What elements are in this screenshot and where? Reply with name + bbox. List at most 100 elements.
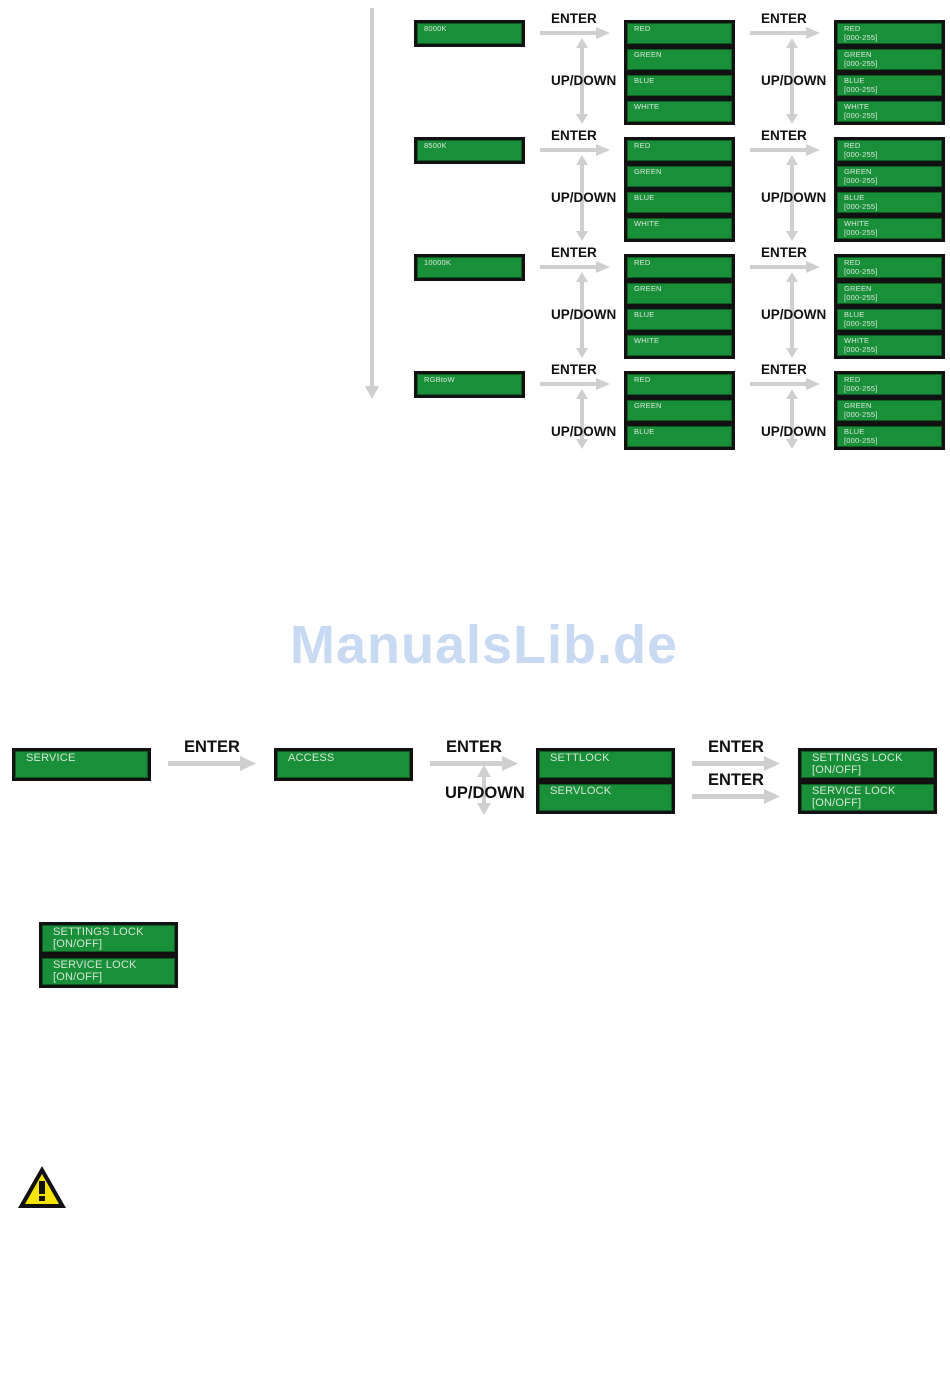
channel-value-label: RED [000-255] xyxy=(844,375,878,393)
enter-label: ENTER xyxy=(761,11,807,26)
channel-value-display: BLUE [000-255] xyxy=(834,306,945,333)
updown-arrow xyxy=(786,155,798,241)
channel-value-display: BLUE [000-255] xyxy=(834,423,945,450)
preset-display: 10000K xyxy=(414,254,525,281)
service-lock-label: SERVICE LOCK [ON/OFF] xyxy=(53,959,137,983)
preset-label: 10000K xyxy=(424,258,452,267)
updown-label: UP/DOWN xyxy=(551,424,617,439)
settings-lock-display: SETTINGS LOCK [ON/OFF] xyxy=(798,748,937,781)
channel-display: WHITE xyxy=(624,215,735,242)
channel-value-display: GREEN [000-255] xyxy=(834,163,945,190)
service-label: SERVICE xyxy=(26,752,76,764)
channel-value-display: WHITE [000-255] xyxy=(834,98,945,125)
service-lock-display: SERVICE LOCK [ON/OFF] xyxy=(39,955,178,988)
enter-arrow xyxy=(750,144,820,156)
channel-label: GREEN xyxy=(634,401,662,410)
updown-arrow xyxy=(576,38,588,124)
settings-lock-label: SETTINGS LOCK [ON/OFF] xyxy=(53,926,144,950)
settlock-display: SETTLOCK xyxy=(536,748,675,781)
channel-value-display: RED [000-255] xyxy=(834,371,945,398)
channel-display: GREEN xyxy=(624,163,735,190)
channel-value-display: RED [000-255] xyxy=(834,20,945,47)
channel-display: GREEN xyxy=(624,46,735,73)
updown-arrow xyxy=(786,389,798,449)
channel-label: BLUE xyxy=(634,193,655,202)
channel-label: RED xyxy=(634,375,651,384)
enter-label: ENTER xyxy=(551,245,597,260)
warning-icon xyxy=(18,1166,66,1208)
channel-display: RED xyxy=(624,20,735,47)
channel-label: WHITE xyxy=(634,102,660,111)
enter-label: ENTER xyxy=(446,738,502,756)
channel-label: BLUE xyxy=(634,310,655,319)
channel-value-label: RED [000-255] xyxy=(844,24,878,42)
updown-arrow xyxy=(576,272,588,358)
settings-lock-label: SETTINGS LOCK [ON/OFF] xyxy=(812,752,903,776)
enter-label: ENTER xyxy=(708,771,764,789)
watermark: ManualsLib.de xyxy=(290,615,679,675)
settings-lock-display: SETTINGS LOCK [ON/OFF] xyxy=(39,922,178,955)
channel-display: BLUE xyxy=(624,189,735,216)
channel-display: BLUE xyxy=(624,423,735,450)
channel-value-label: RED [000-255] xyxy=(844,141,878,159)
channel-value-display: RED [000-255] xyxy=(834,137,945,164)
channel-value-label: WHITE [000-255] xyxy=(844,219,878,237)
channel-value-label: BLUE [000-255] xyxy=(844,427,878,445)
channel-value-label: GREEN [000-255] xyxy=(844,50,878,68)
preset-display: 8000K xyxy=(414,20,525,47)
updown-arrow xyxy=(576,389,588,449)
preset-display: RGBtoW xyxy=(414,371,525,398)
channel-display: GREEN xyxy=(624,280,735,307)
channel-value-label: WHITE [000-255] xyxy=(844,102,878,120)
channel-value-label: GREEN [000-255] xyxy=(844,284,878,302)
updown-arrow xyxy=(477,765,491,815)
channel-value-display: GREEN [000-255] xyxy=(834,280,945,307)
channel-display: BLUE xyxy=(624,306,735,333)
servlock-display: SERVLOCK xyxy=(536,781,675,814)
access-display: ACCESS xyxy=(274,748,413,781)
channel-value-display: WHITE [000-255] xyxy=(834,332,945,359)
channel-label: RED xyxy=(634,141,651,150)
channel-value-label: GREEN [000-255] xyxy=(844,401,878,419)
enter-label: ENTER xyxy=(551,11,597,26)
channel-label: WHITE xyxy=(634,336,660,345)
enter-arrow xyxy=(540,378,610,390)
enter-arrow xyxy=(540,261,610,273)
enter-label: ENTER xyxy=(551,128,597,143)
channel-display: RED xyxy=(624,254,735,281)
updown-label: UP/DOWN xyxy=(551,190,617,205)
enter-arrow xyxy=(540,144,610,156)
channel-value-label: BLUE [000-255] xyxy=(844,310,878,328)
menu-scroll-arrow xyxy=(365,8,379,399)
enter-arrow xyxy=(540,27,610,39)
channel-display: RED xyxy=(624,371,735,398)
updown-label: UP/DOWN xyxy=(761,190,827,205)
enter-label: ENTER xyxy=(184,738,240,756)
service-lock-display: SERVICE LOCK [ON/OFF] xyxy=(798,781,937,814)
channel-display: BLUE xyxy=(624,72,735,99)
enter-label: ENTER xyxy=(761,362,807,377)
updown-label: UP/DOWN xyxy=(761,73,827,88)
enter-label: ENTER xyxy=(761,245,807,260)
updown-label: UP/DOWN xyxy=(445,784,525,802)
channel-value-display: GREEN [000-255] xyxy=(834,46,945,73)
channel-display: WHITE xyxy=(624,98,735,125)
enter-label: ENTER xyxy=(551,362,597,377)
channel-label: WHITE xyxy=(634,219,660,228)
enter-arrow xyxy=(750,378,820,390)
channel-label: BLUE xyxy=(634,427,655,436)
enter-arrow xyxy=(430,756,518,771)
updown-arrow xyxy=(786,272,798,358)
channel-value-label: GREEN [000-255] xyxy=(844,167,878,185)
updown-arrow xyxy=(576,155,588,241)
enter-arrow xyxy=(750,27,820,39)
channel-value-display: RED [000-255] xyxy=(834,254,945,281)
service-lock-label: SERVICE LOCK [ON/OFF] xyxy=(812,785,896,809)
channel-label: GREEN xyxy=(634,284,662,293)
channel-label: RED xyxy=(634,258,651,267)
channel-label: BLUE xyxy=(634,76,655,85)
channel-value-display: BLUE [000-255] xyxy=(834,189,945,216)
enter-arrow xyxy=(168,756,256,771)
channel-label: GREEN xyxy=(634,50,662,59)
